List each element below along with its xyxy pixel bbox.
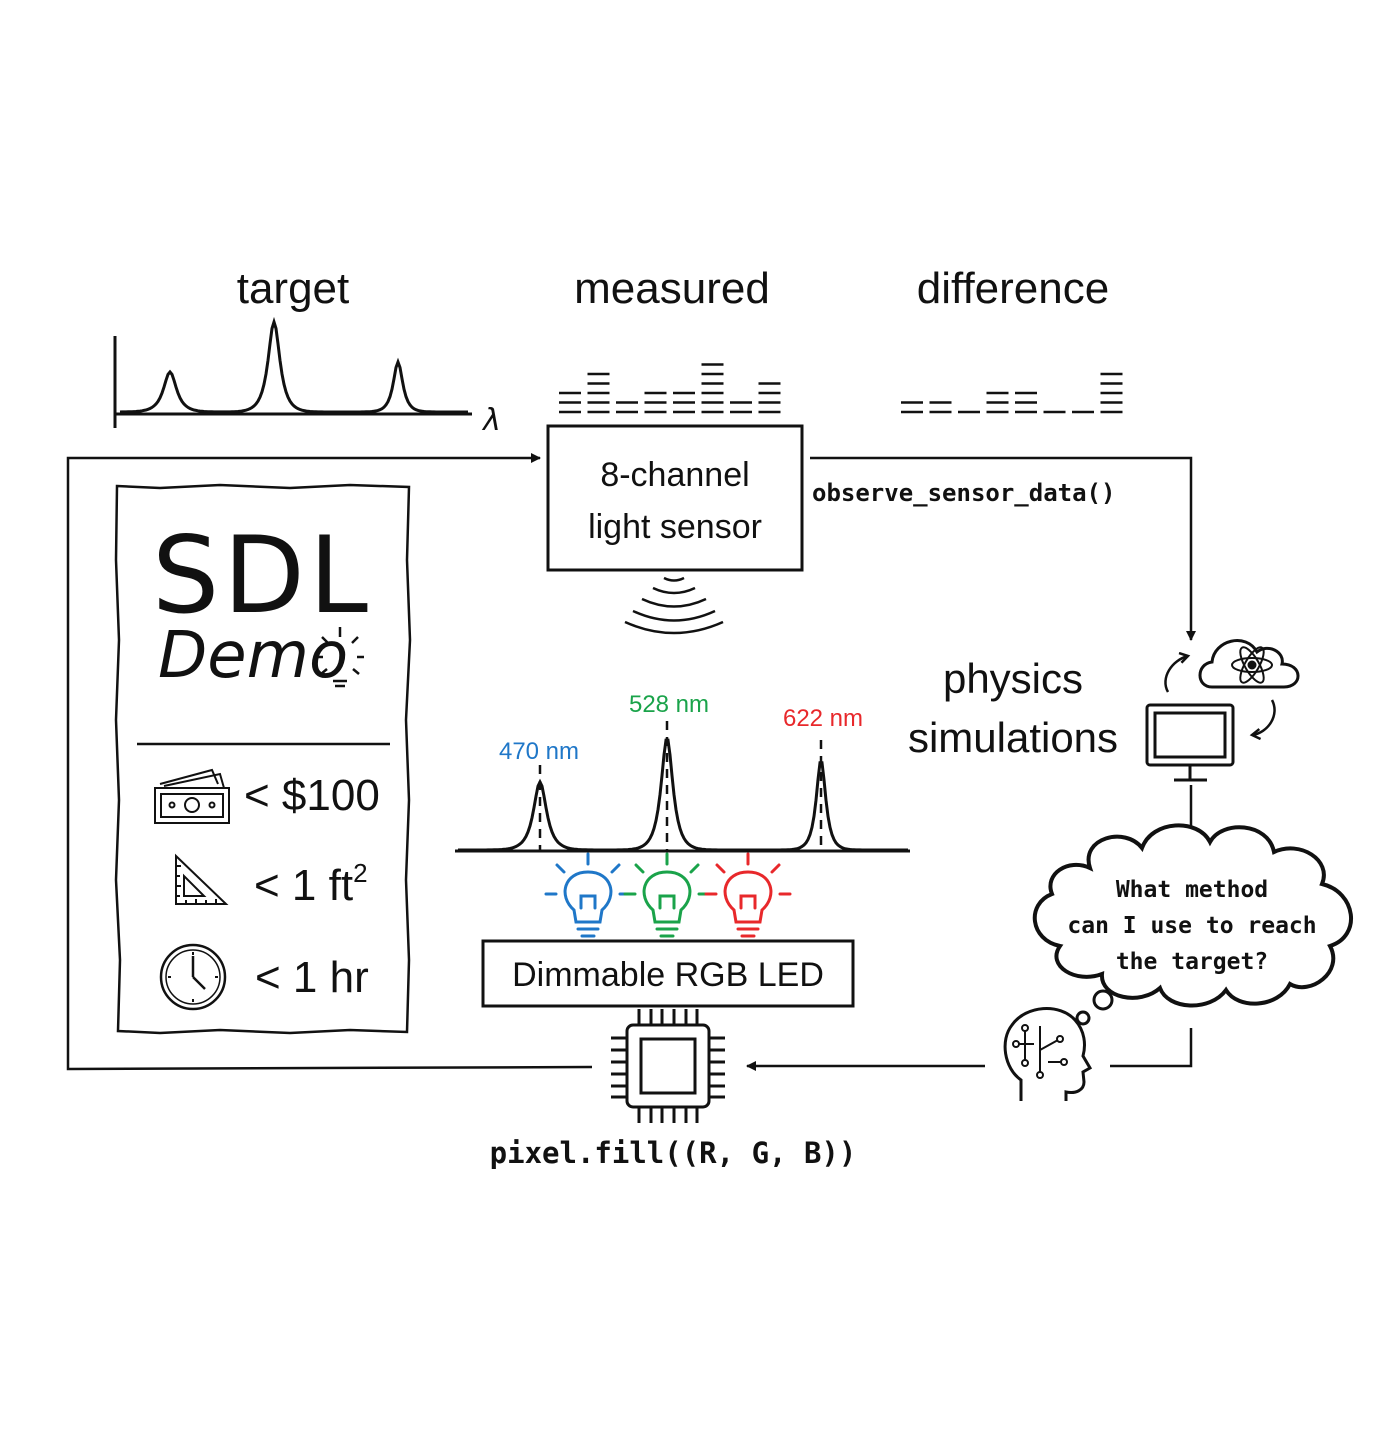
bulb-red-stroke [723, 870, 773, 924]
thought-line2: can I use to reach [1067, 913, 1316, 939]
difference-heading: difference [917, 264, 1109, 313]
bulb-blue-stroke [555, 863, 566, 874]
bulb-red-stroke [715, 863, 726, 874]
bulb-red-stroke [739, 894, 757, 910]
time-label: < 1 hr [255, 953, 369, 1002]
led-spectrum-curve [458, 738, 908, 852]
target-spectrum: λ [113, 316, 501, 438]
sdl-demo-card: SDL Demo < $100 [114, 483, 412, 1035]
thought-cloud-outline [1032, 823, 1354, 1008]
bulb-red-stroke [770, 863, 781, 874]
bulb-green-stroke [642, 870, 692, 924]
thought-to-head-connector [1110, 1028, 1193, 1068]
demo-subtitle: Demo [158, 619, 348, 693]
sensor-to-simulation-arrow [810, 456, 1196, 641]
sdl-title: SDL [152, 514, 372, 637]
wavelength-green-label: 528 nm [629, 691, 709, 718]
clock-icon [159, 943, 227, 1011]
light-sensor-box: 8-channel light sensor [546, 424, 804, 572]
sensing-waves-icon [624, 576, 724, 635]
thought-line1: What method [1116, 877, 1268, 903]
green-bulb-icon [623, 852, 711, 938]
light-sensor-label-line1: 8-channel [600, 456, 749, 494]
thought-cloud: What method can I use to reach the targe… [1032, 823, 1354, 1026]
bulb-green-stroke [658, 894, 676, 910]
demo-bulb-icon [316, 627, 364, 688]
bulb-green-stroke [634, 863, 645, 874]
thought-bubble-small [1075, 1010, 1091, 1026]
target-curve [119, 316, 468, 414]
cloud-atom-icon [1198, 639, 1300, 689]
demo-subtitle-main: Dem [158, 619, 309, 693]
thought-line3: the target? [1116, 949, 1268, 975]
target-heading: target [237, 264, 350, 313]
measured-heading: measured [574, 264, 770, 313]
bulb-blue-stroke [610, 863, 621, 874]
light-sensor-label-line2: light sensor [588, 508, 762, 546]
lambda-label: λ [481, 403, 501, 438]
area-label-sup: 2 [353, 858, 367, 888]
physics-label-line1: physics [943, 655, 1083, 702]
wavelength-red-label: 622 nm [783, 705, 863, 732]
computer-monitor-icon [1145, 703, 1235, 782]
ai-head-icon [1003, 1007, 1093, 1101]
led-box-label: Dimmable RGB LED [512, 956, 824, 994]
led-spectrum: 470 nm 528 nm 622 nm [455, 691, 910, 853]
wavelength-blue-label: 470 nm [499, 738, 579, 765]
observe-sensor-data-label: observe_sensor_data() [812, 479, 1115, 507]
money-icon [154, 768, 230, 824]
dimmable-rgb-led-box: Dimmable RGB LED [481, 939, 855, 1008]
area-label: < 1 ft2 [254, 858, 368, 910]
cost-label: < $100 [244, 771, 380, 820]
pixel-fill-label: pixel.fill((R, G, B)) [490, 1136, 857, 1170]
difference-channel-bars [901, 372, 1123, 414]
physics-label-line2: simulations [908, 714, 1118, 761]
thought-bubble-large [1092, 989, 1114, 1011]
red-bulb-icon [704, 852, 792, 938]
light-sensor-frame [546, 424, 804, 572]
cycle-arrow-up-icon [1164, 656, 1188, 693]
bulb-green-stroke [689, 863, 700, 874]
area-label-main: < 1 ft [254, 861, 353, 910]
bulb-blue-stroke [563, 870, 613, 924]
led-box-frame [481, 939, 855, 1008]
microcontroller-chip-icon [611, 1009, 725, 1123]
cycle-arrow-down-icon [1252, 699, 1276, 735]
set-square-icon [175, 853, 229, 905]
measured-channel-bars [559, 363, 781, 414]
feedback-loop-arrow [66, 453, 593, 1071]
bulb-blue-stroke [579, 894, 597, 910]
blue-bulb-icon [544, 852, 632, 938]
